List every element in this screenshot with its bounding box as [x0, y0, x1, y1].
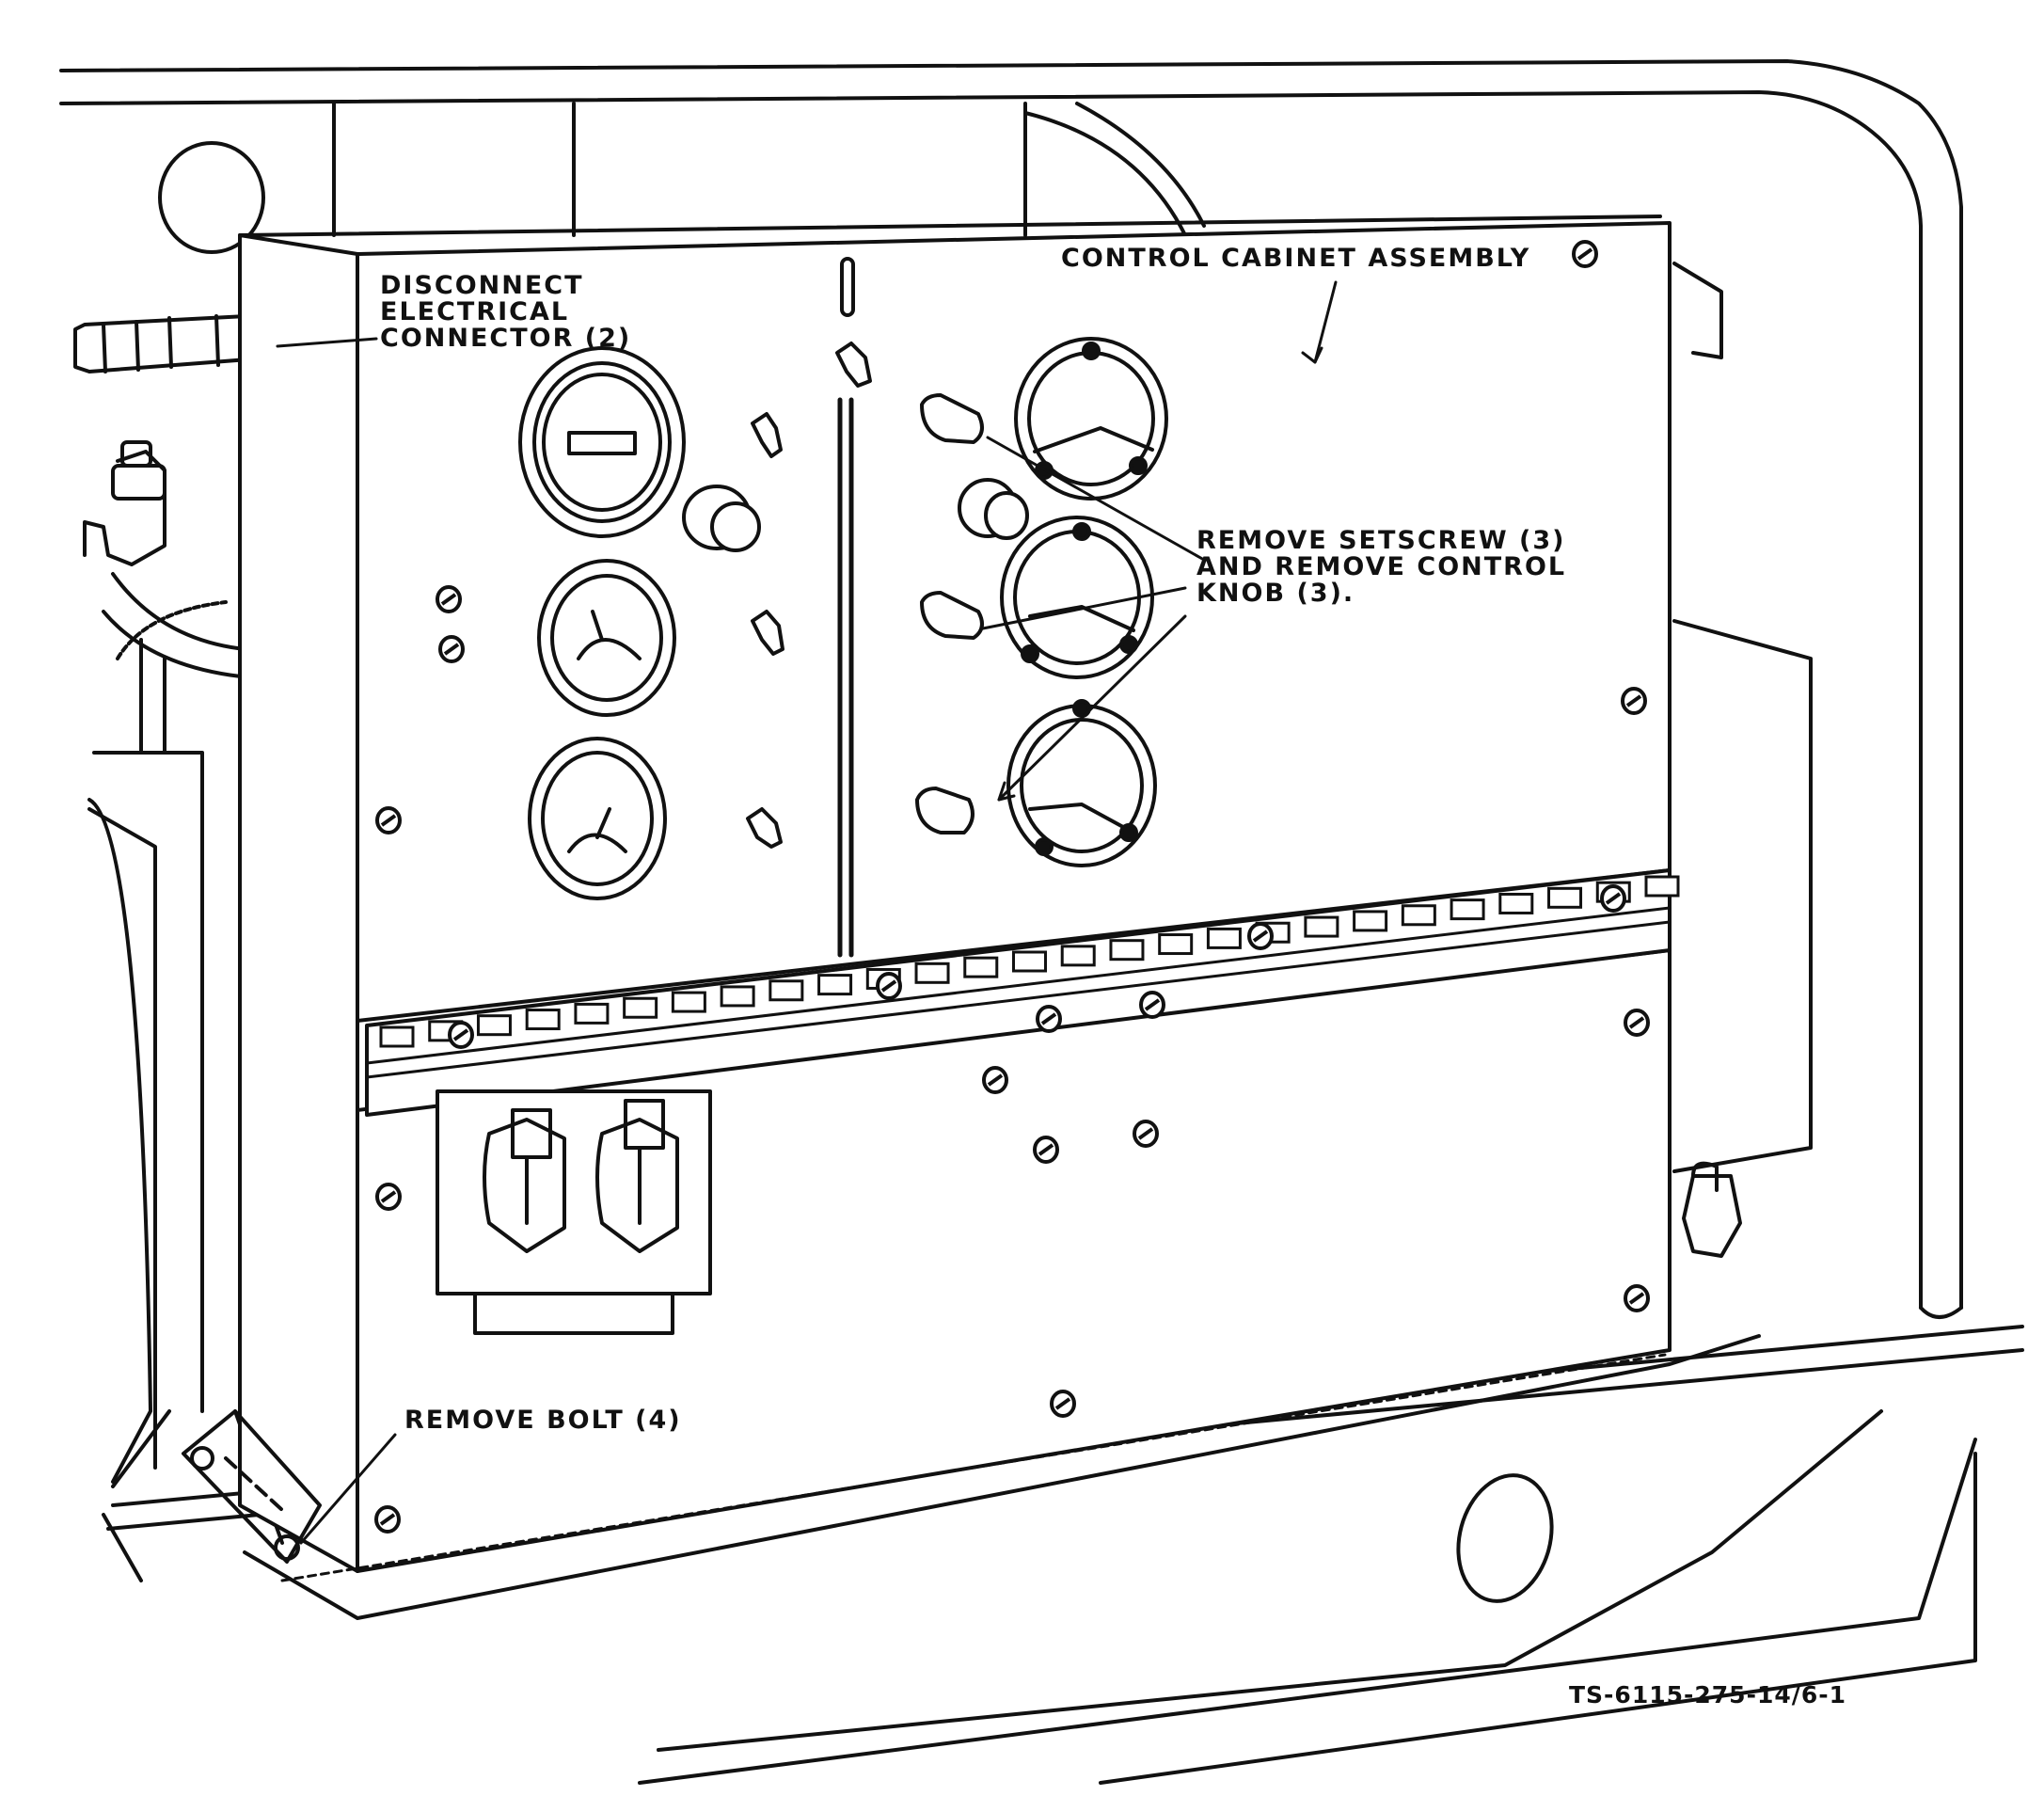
hinge-knuckle: [1158, 933, 1194, 956]
right-meter-middle: [1000, 516, 1154, 679]
left-gauge-top: [518, 346, 686, 538]
hinge-knuckle: [963, 956, 999, 978]
panel-screws: [374, 240, 1650, 1534]
receptacle-outlet: [436, 1089, 712, 1335]
screw-head: [1036, 1005, 1062, 1033]
screw-head: [876, 972, 902, 1000]
screw-head: [1139, 991, 1165, 1019]
callout-connector-line-3: CONNECTOR (2): [380, 324, 631, 353]
right-meter-top: [1014, 337, 1168, 501]
hinge-knuckle: [574, 1002, 610, 1025]
hinge-knuckle: [1206, 927, 1242, 949]
left-gauge-bottom: [528, 737, 667, 900]
hinge-knuckles: [379, 875, 1680, 1048]
right-meter-bottom: [1006, 699, 1157, 867]
hinge-knuckle: [1644, 875, 1680, 898]
callout-remove-bolt: REMOVE BOLT (4): [404, 1406, 682, 1435]
screw-head: [1600, 884, 1626, 913]
hinge-knuckle: [379, 1025, 415, 1048]
callout-setscrew-line-1: REMOVE SETSCREW (3): [1196, 526, 1566, 555]
hinge-knuckle: [476, 1014, 512, 1037]
hinge-knuckle: [1498, 892, 1534, 914]
push-buttons: [682, 478, 1029, 552]
callout-control-cabinet-assembly: CONTROL CABINET ASSEMBLY: [1061, 244, 1530, 273]
toggle-switches: [746, 342, 872, 849]
screw-head: [438, 635, 465, 663]
hinge-knuckle: [768, 979, 804, 1002]
callout-setscrew-line-2: AND REMOVE CONTROL: [1196, 552, 1566, 581]
screw-head: [1033, 1136, 1059, 1164]
screw-head: [374, 1505, 401, 1534]
callout-connector-line-1: DISCONNECT: [380, 271, 584, 300]
callout-disconnect-connector: DISCONNECT ELECTRICAL CONNECTOR (2): [380, 271, 631, 353]
screw-head: [1050, 1390, 1076, 1418]
screw-head: [1572, 240, 1598, 268]
screw-head: [1624, 1284, 1650, 1312]
left-gauge-middle: [537, 559, 676, 717]
hinge-knuckle: [1547, 886, 1583, 909]
hinge-knuckle: [817, 974, 853, 996]
screw-head: [1247, 922, 1274, 950]
hinge-knuckle: [1012, 950, 1047, 973]
leader-lines: [276, 280, 1338, 1545]
screw-head: [982, 1066, 1008, 1094]
control-knobs: [915, 393, 984, 834]
callout-remove-setscrew: REMOVE SETSCREW (3) AND REMOVE CONTROL K…: [1196, 526, 1566, 608]
hinge-knuckle: [1109, 939, 1145, 962]
figure-number: TS-6115-275-14/6-1: [1569, 1681, 1846, 1709]
screw-head: [1624, 1009, 1650, 1037]
hinge-knuckle: [623, 996, 658, 1019]
hinge-knuckle: [914, 962, 950, 984]
hinge-knuckle: [1304, 915, 1339, 938]
mounting-bracket: [182, 1409, 322, 1564]
callout-setscrew-line-3: KNOB (3).: [1196, 579, 1355, 608]
screw-head: [1621, 687, 1647, 715]
hinge-knuckle: [525, 1009, 561, 1031]
screw-head: [375, 806, 402, 834]
hinge-knuckle: [1450, 898, 1485, 921]
screw-head: [375, 1183, 402, 1211]
screw-head: [448, 1021, 474, 1049]
hinge-knuckle: [1353, 910, 1388, 932]
screw-head: [436, 585, 462, 613]
screw-head: [1133, 1120, 1159, 1148]
callout-connector-line-2: ELECTRICAL: [380, 297, 569, 326]
hinge-knuckle: [1401, 904, 1436, 927]
hinge-knuckle: [1060, 945, 1096, 967]
hinge-knuckle: [720, 985, 755, 1008]
hinge-knuckle: [671, 991, 706, 1013]
